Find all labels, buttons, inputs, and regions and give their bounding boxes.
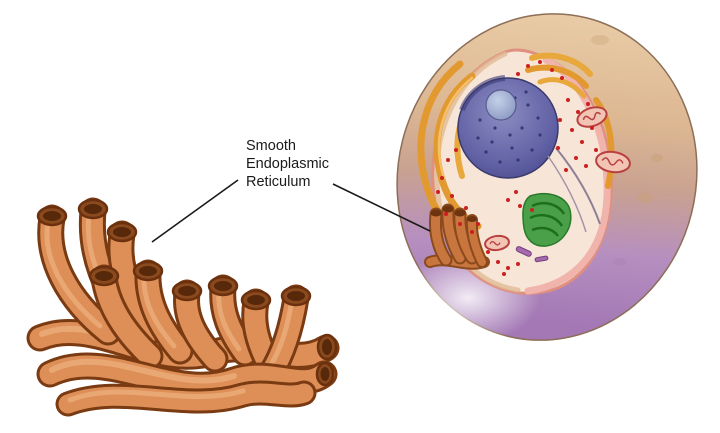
mitochondrion [595, 150, 631, 174]
leader-line-right [332, 183, 431, 232]
nucleus [457, 75, 559, 179]
ribosome-dots [436, 60, 598, 276]
er-tubule [55, 380, 317, 417]
cell-illustration [396, 13, 698, 344]
centrioles [515, 246, 549, 263]
mitochondrion [484, 234, 510, 252]
cytoskeleton-filaments [547, 147, 601, 233]
er-tubule-openings [36, 198, 338, 387]
er-tubule [90, 264, 164, 370]
nucleolus [485, 89, 517, 121]
label-line-1: Smooth [246, 138, 296, 154]
label-line-2: Endoplasmic [246, 156, 329, 172]
annotation: Smooth Endoplasmic Reticulum [151, 138, 431, 243]
leader-line-left [151, 179, 239, 243]
er-tubule [257, 284, 310, 387]
mitochondrion [576, 106, 608, 128]
er-tubule [37, 204, 122, 346]
smooth-er-in-cell [424, 203, 490, 270]
label-line-3: Reticulum [246, 174, 310, 190]
golgi-apparatus [522, 192, 572, 247]
er-tubule [36, 352, 338, 399]
er-tubule [241, 288, 282, 377]
smooth-er-illustration [26, 197, 340, 417]
er-tubule [134, 259, 194, 365]
